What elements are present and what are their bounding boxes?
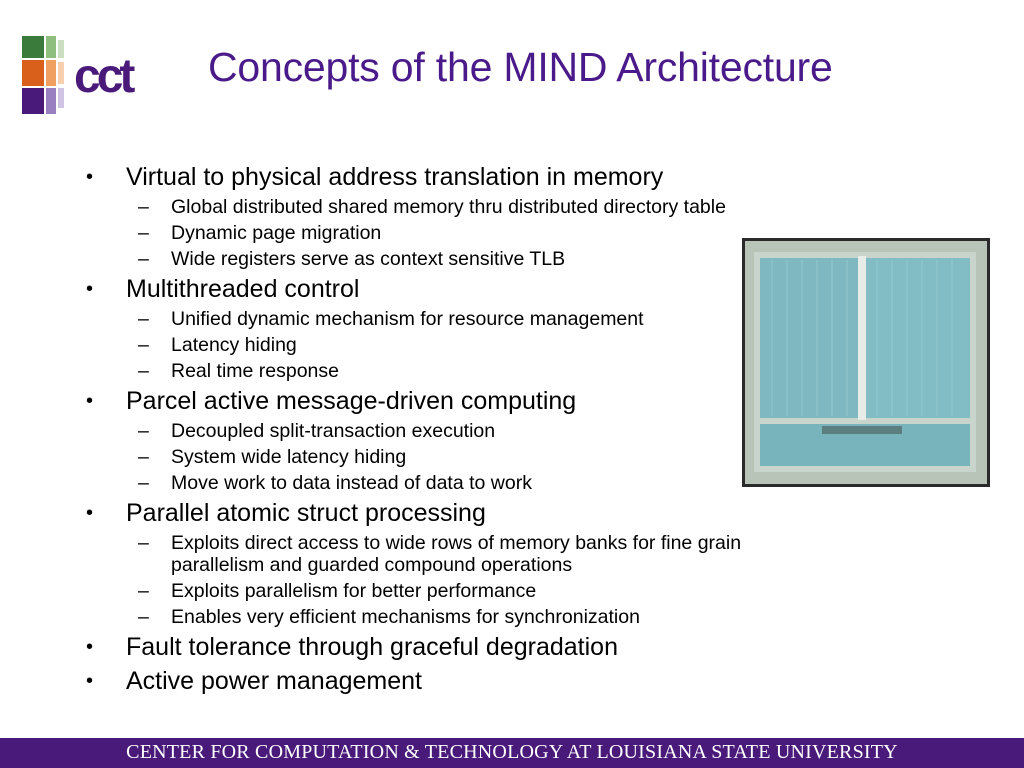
bullet-group: •Multithreaded control–Unified dynamic m… — [86, 274, 866, 382]
sub-bullet-text: Decoupled split-transaction execution — [171, 420, 496, 442]
sub-bullet-marker: – — [138, 222, 149, 244]
bullet-text: Multithreaded control — [126, 275, 360, 303]
sub-bullet-item: –Unified dynamic mechanism for resource … — [86, 308, 866, 330]
bullet-item: • Fault tolerance through graceful degrad… — [86, 632, 866, 662]
sub-bullet-text: Dynamic page migration — [171, 222, 382, 244]
sub-bullet-item: –Enables very efficient mechanisms for s… — [86, 606, 866, 628]
sub-bullet-marker: – — [138, 196, 149, 218]
sub-bullet-marker: – — [138, 580, 149, 602]
sub-bullet-text: Move work to data instead of data to wor… — [171, 472, 532, 494]
sub-bullet-item: –Wide registers serve as context sensiti… — [86, 248, 866, 270]
bullet-group: • Fault tolerance through graceful degrad… — [86, 632, 866, 662]
bullet-marker: • — [86, 502, 94, 524]
bullet-marker: • — [86, 278, 94, 300]
bullet-group: • Virtual to physical address translation… — [86, 162, 866, 270]
sub-bullet-marker: – — [138, 248, 149, 270]
bullet-group: • Parcel active message-driven computing –… — [86, 386, 866, 494]
sub-bullet-item: –Real time response — [86, 360, 866, 382]
bullet-item: • Virtual to physical address translation… — [86, 162, 866, 192]
bullet-text: Virtual to physical address translation … — [126, 163, 664, 191]
sub-bullet-item: –Exploits direct access to wide rows of … — [86, 532, 866, 554]
sub-bullet-item: –System wide latency hiding — [86, 446, 866, 468]
bullet-group: •Parallel atomic struct processing–Explo… — [86, 498, 866, 628]
bullet-text: Active power management — [126, 667, 422, 695]
sub-bullet-marker: – — [138, 446, 149, 468]
sub-bullet-text: Wide registers serve as context sensitiv… — [171, 248, 566, 270]
bullet-marker: • — [86, 636, 94, 658]
sub-bullet-marker: – — [138, 606, 149, 628]
sub-bullet-text: System wide latency hiding — [171, 446, 407, 468]
sub-bullet-text: parallelism and guarded compound operati… — [171, 554, 573, 576]
bullet-item: • Multithreaded control — [86, 274, 866, 304]
bullet-text: Fault tolerance through graceful degrada… — [126, 633, 618, 661]
sub-bullet-text: Real time response — [171, 360, 339, 382]
svg-text:cct: cct — [74, 50, 135, 103]
sub-bullet-marker: – — [138, 420, 149, 442]
chip-die-image — [742, 238, 990, 487]
sub-bullet-item: –Exploits parallelism for better perform… — [86, 580, 866, 602]
footer-bar: CENTER FOR COMPUTATION & TECHNOLOGY AT L… — [0, 738, 1024, 768]
sub-bullet-text: Exploits direct access to wide rows of m… — [171, 532, 742, 554]
footer-text: CENTER FOR COMPUTATION & TECHNOLOGY AT L… — [126, 741, 898, 763]
slide-title: Concepts of the MIND Architecture — [208, 44, 833, 90]
sub-bullet-marker: – — [138, 334, 149, 356]
sub-bullet-item: –Decoupled split-transaction execution — [86, 420, 866, 442]
sub-bullet-item: –Global distributed shared memory thru d… — [86, 196, 866, 218]
sub-bullet-text: Enables very efficient mechanisms for sy… — [171, 606, 640, 628]
sub-bullet-text: Global distributed shared memory thru di… — [171, 196, 726, 218]
bullet-group: • Active power management — [86, 666, 866, 696]
bullet-marker: • — [86, 670, 94, 692]
sub-bullet-marker: – — [138, 360, 149, 382]
sub-bullet-item: –Move work to data instead of data to wo… — [86, 472, 866, 494]
bullet-marker: • — [86, 390, 94, 412]
sub-bullet-text: Unified dynamic mechanism for resource m… — [171, 308, 644, 330]
sub-bullet-item: –Latency hiding — [86, 334, 866, 356]
sub-bullet-marker: – — [138, 472, 149, 494]
bullet-text: Parcel active message-driven computing — [126, 387, 577, 415]
bullet-item: • Parallel atomic struct processing — [86, 498, 866, 528]
bullet-item: • Parcel active message-driven computing — [86, 386, 866, 416]
sub-bullet-marker: – — [138, 532, 149, 554]
sub-bullet-item: –Dynamic page migration — [86, 222, 866, 244]
sub-bullet-text: Latency hiding — [171, 334, 297, 356]
bullet-text: Parallel atomic struct processing — [126, 499, 486, 527]
bullet-marker: • — [86, 166, 94, 188]
sub-bullet-continuation: parallelism and guarded compound operati… — [86, 554, 866, 576]
cct-logo: cct — [22, 36, 139, 114]
sub-bullet-text: Exploits parallelism for better performa… — [171, 580, 537, 602]
bullet-list: • Virtual to physical address translation… — [86, 162, 866, 700]
bullet-item: • Active power management — [86, 666, 866, 696]
sub-bullet-marker: – — [138, 308, 149, 330]
